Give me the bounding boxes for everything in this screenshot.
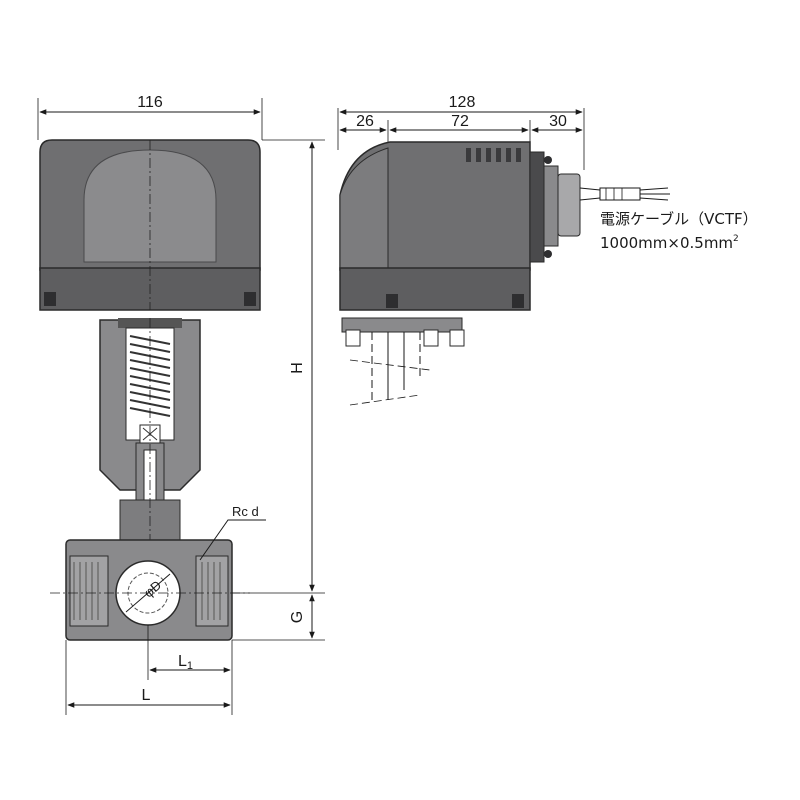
port-size-label: Rc d — [232, 504, 259, 519]
cable-callout: 電源ケーブル（VCTF） 1000mm×0.5mm2 — [600, 210, 758, 252]
mounting-bracket — [341, 317, 465, 406]
g-label: G — [289, 611, 306, 623]
dimension-l: L — [65, 640, 231, 715]
l1-label: L1 — [178, 653, 193, 672]
width-116-label: 116 — [137, 94, 163, 111]
side-30-label: 30 — [549, 113, 567, 130]
side-26-label: 26 — [356, 113, 374, 130]
height-h-label: H — [289, 362, 306, 374]
port-callout: Rc d — [199, 504, 266, 561]
cable-gland — [529, 151, 601, 263]
side-width-128-label: 128 — [449, 94, 476, 111]
valve-body: φD — [50, 539, 250, 641]
cable-spec-label: 1000mm×0.5mm2 — [600, 234, 739, 252]
dimension-l1: L1 — [147, 625, 233, 715]
dimension-128: 128 — [337, 94, 585, 170]
dimension-h: H — [232, 139, 325, 594]
power-cable — [599, 187, 670, 201]
yoke — [99, 318, 201, 560]
l-label: L — [142, 687, 151, 704]
dimension-116: 116 — [37, 94, 263, 140]
front-view: φD Rc d — [39, 139, 266, 641]
dimension-segments: 26 72 30 — [339, 113, 583, 142]
dimension-g: G — [232, 594, 325, 641]
cable-name-label: 電源ケーブル（VCTF） — [600, 210, 758, 228]
actuator-housing — [39, 139, 261, 311]
side-view — [339, 141, 670, 406]
vent-slots — [466, 148, 521, 162]
side-72-label: 72 — [451, 113, 469, 130]
